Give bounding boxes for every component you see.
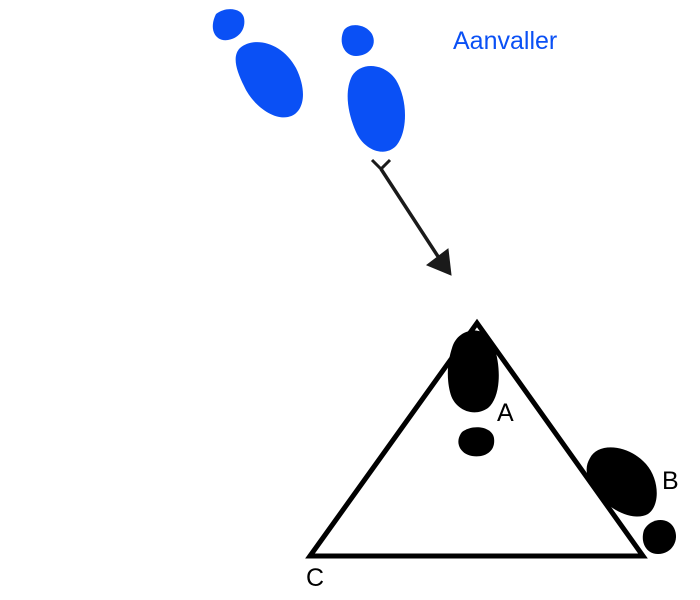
point-b-label: B bbox=[662, 467, 679, 495]
movement-arrow-icon bbox=[370, 158, 452, 276]
attacker-label: Aanvaller bbox=[453, 27, 557, 55]
defender-foot-b-icon bbox=[586, 447, 677, 554]
attacker-right-foot-icon bbox=[341, 25, 405, 152]
defender-feet bbox=[447, 330, 677, 554]
defender-foot-a-icon bbox=[447, 330, 499, 457]
attacker-feet bbox=[212, 9, 405, 152]
triangle bbox=[305, 318, 648, 559]
attacker-left-foot-icon bbox=[212, 9, 303, 118]
point-a-label: A bbox=[497, 399, 514, 427]
point-c-label: C bbox=[306, 564, 324, 592]
